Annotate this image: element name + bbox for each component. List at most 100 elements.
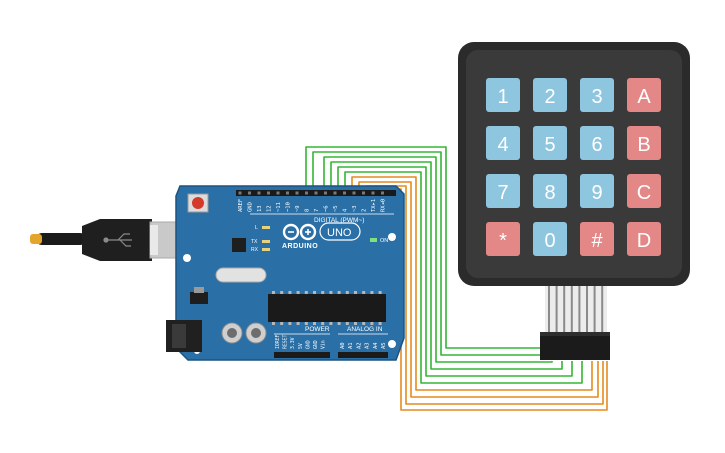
digital-pin-hole[interactable] [333, 191, 337, 195]
led-label-rx: RX [251, 247, 259, 253]
wire-green-pin5[interactable] [337, 166, 573, 377]
wire-green-pin6[interactable] [330, 161, 563, 370]
board-leds: L TX RX ON [251, 225, 388, 253]
power-pin-label: Vin [321, 340, 327, 349]
analog-pin-label: A4 [373, 342, 379, 349]
keypad-key-8[interactable]: 8 [533, 174, 567, 208]
atmega-chip [268, 291, 386, 325]
crystal-oscillator [215, 267, 267, 283]
usb-icon [103, 233, 132, 247]
digital-pin-hole[interactable] [371, 191, 375, 195]
keypad-key-label: * [499, 230, 507, 252]
mounting-hole [183, 254, 191, 262]
power-pin-label: GND [305, 340, 311, 349]
digital-pin-label: ~3 [352, 205, 358, 212]
digital-pin-label: 7 [314, 209, 320, 212]
keypad-key-2[interactable]: 2 [533, 78, 567, 112]
digital-pin-label: GND [248, 202, 254, 212]
power-pin-label: IOREF [275, 334, 281, 349]
digital-pin-hole[interactable] [238, 191, 242, 195]
power-header [274, 352, 330, 358]
digital-pin-holes [238, 191, 384, 195]
digital-pin-label: 13 [257, 205, 263, 212]
digital-pin-hole[interactable] [362, 191, 365, 195]
analog-pin-label: A5 [381, 342, 387, 349]
mounting-hole [388, 233, 396, 241]
mounting-hole [388, 340, 396, 348]
digital-pwm-label: DIGITAL (PWM~) [314, 217, 364, 224]
arduino-logo-icon [282, 223, 317, 241]
keypad-key-b[interactable]: B [627, 126, 661, 160]
digital-pin-hole[interactable] [324, 191, 327, 195]
analog-pin-label: A1 [348, 342, 354, 349]
digital-pin-label: ~11 [276, 202, 282, 212]
keypad-key-label: 1 [497, 86, 508, 108]
digital-pin-hole[interactable] [295, 191, 299, 195]
usb-chip [232, 238, 246, 252]
digital-pin-label: RX◂0 [381, 199, 387, 212]
wire-orange-pin3[interactable] [351, 176, 593, 391]
digital-pin-hole[interactable] [381, 191, 384, 195]
digital-pin-hole[interactable] [305, 191, 308, 195]
keypad-key-a[interactable]: A [627, 78, 661, 112]
keypad-key-d[interactable]: D [627, 222, 661, 256]
keypad-key-4[interactable]: 4 [486, 126, 520, 160]
digital-pin-label: 4 [343, 208, 349, 212]
keypad-key-5[interactable]: 5 [533, 126, 567, 160]
led-label-l: L [255, 225, 258, 231]
analog-in-label: ANALOG IN [347, 326, 383, 333]
keypad-key-6[interactable]: 6 [580, 126, 614, 160]
keypad-key-label: 9 [591, 182, 602, 204]
analog-pin-label: A2 [356, 342, 362, 349]
keypad-key-label: 6 [591, 134, 602, 156]
keypad-key-7[interactable]: 7 [486, 174, 520, 208]
digital-pin-hole[interactable] [343, 191, 346, 195]
on-led-label: ON [380, 238, 388, 244]
arduino-logo-text: ARDUINO [282, 243, 318, 250]
digital-pin-label: 2 [362, 209, 368, 212]
keypad-ribbon [545, 286, 607, 332]
wire-green-pin4[interactable] [344, 171, 583, 384]
keypad-key-9[interactable]: 9 [580, 174, 614, 208]
analog-header [338, 352, 388, 358]
keypad-key-1[interactable]: 1 [486, 78, 520, 112]
keypad-key-3[interactable]: 3 [580, 78, 614, 112]
keypad-key-label: 2 [544, 86, 555, 108]
wire-orange-pin2[interactable] [358, 181, 599, 398]
power-pin-label: 3.3V [290, 337, 296, 349]
jumper-wires [305, 146, 608, 411]
digital-pin-hole[interactable] [314, 191, 318, 195]
digital-pin-hole[interactable] [276, 191, 280, 195]
wire-green-pin7[interactable] [323, 156, 553, 363]
power-pin-label: RESET [283, 334, 289, 349]
analog-pin-label: A0 [340, 342, 346, 349]
wire-green-pin9[interactable] [305, 146, 541, 349]
voltage-regulator [190, 292, 208, 304]
capacitors [221, 322, 267, 344]
digital-pin-hole[interactable] [286, 191, 289, 195]
keypad-key-label: 3 [591, 86, 602, 108]
uno-badge [319, 222, 361, 241]
keypad-key-0[interactable]: 0 [533, 222, 567, 256]
digital-pin-hole[interactable] [248, 191, 251, 195]
keypad-4x4[interactable]: 1 2 3 A 4 5 6 B 7 8 9 C * 0 # D [458, 42, 690, 360]
keypad-key-star[interactable]: * [486, 222, 520, 256]
uno-model-label: UNO [327, 227, 352, 239]
digital-pin-hole[interactable] [267, 191, 270, 195]
reset-button[interactable] [187, 193, 209, 213]
keypad-key-label: A [637, 86, 651, 108]
keypad-key-label: B [637, 134, 650, 156]
digital-pin-hole[interactable] [257, 191, 261, 195]
digital-pin-hole[interactable] [352, 191, 356, 195]
keypad-key-label: 4 [497, 134, 508, 156]
keypad-key-label: 7 [497, 182, 508, 204]
keypad-connector [540, 332, 610, 360]
keypad-key-label: 8 [544, 182, 555, 204]
power-jack [166, 320, 202, 352]
keypad-key-hash[interactable]: # [580, 222, 614, 256]
keypad-key-c[interactable]: C [627, 174, 661, 208]
